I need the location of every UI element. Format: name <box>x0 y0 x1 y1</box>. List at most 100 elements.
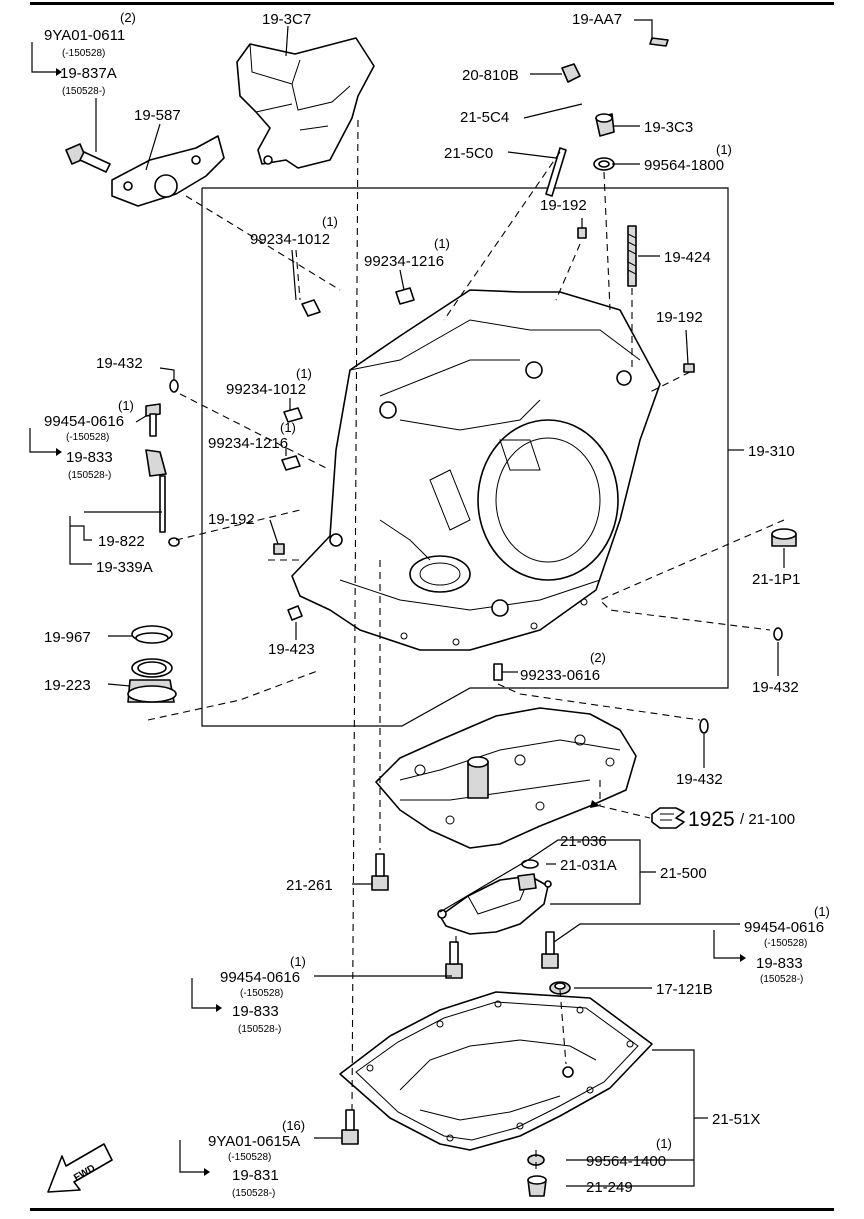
label-99564-1400: 99564-1400 <box>586 1153 666 1170</box>
label-99454-0616-c: 99454-0616 <box>220 969 300 986</box>
label-99454-0616-c-qty: (1) <box>290 954 306 969</box>
label-99234-1012-a-qty: (1) <box>322 214 338 229</box>
bolt-filter-left <box>445 941 463 979</box>
label-9ya01-0615a: 9YA01-0615A <box>208 1133 300 1150</box>
label-19-831: 19-831 <box>232 1167 279 1184</box>
label-21-5c0: 21-5C0 <box>444 145 493 162</box>
transaxle-case-part <box>291 289 661 651</box>
label-99234-1216-b: 99234-1216 <box>208 435 288 452</box>
valve-body-part <box>375 707 637 849</box>
label-19-aa7: 19-AA7 <box>572 11 622 28</box>
dipstick-tube-part <box>545 36 669 197</box>
label-19-837a-sub: (150528-) <box>62 86 105 97</box>
label-99454-0616-a: 99454-0616 <box>44 413 124 430</box>
label-21-51x: 21-51X <box>712 1111 760 1128</box>
bolt-pan <box>341 1109 359 1145</box>
label-19-192-c: 19-192 <box>208 511 255 528</box>
arrowheads <box>56 68 746 1176</box>
label-17-121b: 17-121B <box>656 981 713 998</box>
label-19-833-c-sub: (150528-) <box>238 1024 281 1035</box>
seal-part <box>127 658 177 703</box>
bolt-21-261 <box>371 853 389 891</box>
label-99234-1012-b-qty: (1) <box>296 366 312 381</box>
label-19-423: 19-423 <box>268 641 315 658</box>
top-border <box>30 2 834 5</box>
fwd-arrow-icon: FWD <box>47 1143 113 1193</box>
oil-pan-part <box>339 991 653 1151</box>
bolt-filter-right <box>541 931 559 969</box>
dashed-guides <box>147 119 785 1170</box>
label-99454-0616-b-qty: (1) <box>814 904 830 919</box>
label-20-810b: 20-810B <box>462 67 519 84</box>
label-99454-0616-a-sub: (-150528) <box>66 432 109 443</box>
pin-1012-b <box>283 407 303 423</box>
label-99454-0616-a-qty: (1) <box>118 398 134 413</box>
label-19-3c3: 19-3C3 <box>644 119 693 136</box>
label-99454-0616-c-sub: (-150528) <box>240 988 283 999</box>
pin-1012-a <box>301 299 321 317</box>
pin-423 <box>287 605 303 621</box>
label-99454-0616-b-sub: (-150528) <box>764 938 807 949</box>
label-9ya01-0615a-qty: (16) <box>282 1118 305 1133</box>
label-19-967: 19-967 <box>44 629 91 646</box>
label-19-424: 19-424 <box>664 249 711 266</box>
oring-432-a <box>169 379 179 393</box>
label-9ya01-0611-qty: (2) <box>120 10 136 25</box>
label-21-500: 21-500 <box>660 865 707 882</box>
clip-part <box>561 63 581 83</box>
label-19-831-sub: (150528-) <box>232 1188 275 1199</box>
label-19-587: 19-587 <box>134 107 181 124</box>
pin-1216-a <box>395 287 415 305</box>
plug-192-b <box>683 363 695 373</box>
label-21-036: 21-036 <box>560 833 607 850</box>
label-21-5c4: 21-5C4 <box>460 109 509 126</box>
label-19-833-a-sub: (150528-) <box>68 470 111 481</box>
label-9ya01-0611: 9YA01-0611 <box>44 27 125 44</box>
label-1925[interactable]: 1925 <box>688 808 735 831</box>
label-9ya01-0611-sub: (-150528) <box>62 48 105 59</box>
part-labels: (2) 9YA01-0611 (-150528) 19-837A (150528… <box>44 10 830 1199</box>
pin-0616 <box>493 663 503 681</box>
label-21-100: / 21-100 <box>740 811 795 828</box>
label-19-310: 19-310 <box>748 443 795 460</box>
label-99234-1216-a-qty: (1) <box>434 236 450 251</box>
label-19-432-c: 19-432 <box>676 771 723 788</box>
label-19-432-b: 19-432 <box>752 679 799 696</box>
stud-part <box>627 225 637 287</box>
clamp-part <box>131 625 173 644</box>
bottom-border <box>30 1208 834 1211</box>
label-99233-0616-qty: (2) <box>590 650 606 665</box>
cap-part <box>771 528 797 547</box>
pointing-hand-icon <box>651 807 685 829</box>
label-21-261: 21-261 <box>286 877 333 894</box>
label-19-223: 19-223 <box>44 677 91 694</box>
washer-part-1800 <box>593 157 615 171</box>
label-99234-1216-b-qty: (1) <box>280 420 296 435</box>
housing-group-outline <box>201 187 729 727</box>
oil-filter-part <box>437 859 552 935</box>
leader-lines <box>29 19 785 1187</box>
oring-432-c <box>699 718 709 734</box>
label-99564-1400-qty: (1) <box>656 1136 672 1151</box>
plug-part <box>595 113 615 137</box>
label-99234-1216-a: 99234-1216 <box>364 253 444 270</box>
bracket-part <box>236 37 375 169</box>
label-21-249: 21-249 <box>586 1179 633 1196</box>
label-19-192-a: 19-192 <box>540 197 587 214</box>
label-99564-1800: 99564-1800 <box>644 157 724 174</box>
label-19-833-b: 19-833 <box>756 955 803 972</box>
oring-432-b <box>773 627 783 641</box>
label-99234-1012-a: 99234-1012 <box>250 231 330 248</box>
bolt-part <box>65 143 111 173</box>
pin-1216-b <box>281 455 301 471</box>
level-bolt-part <box>145 403 167 533</box>
label-99234-1012-b: 99234-1012 <box>226 381 306 398</box>
label-19-837a: 19-837A <box>60 65 117 82</box>
label-19-833-a: 19-833 <box>66 449 113 466</box>
label-19-3c7: 19-3C7 <box>262 11 311 28</box>
plug-192-a <box>577 227 587 239</box>
plug-192-c <box>273 543 285 555</box>
label-99564-1800-qty: (1) <box>716 142 732 157</box>
